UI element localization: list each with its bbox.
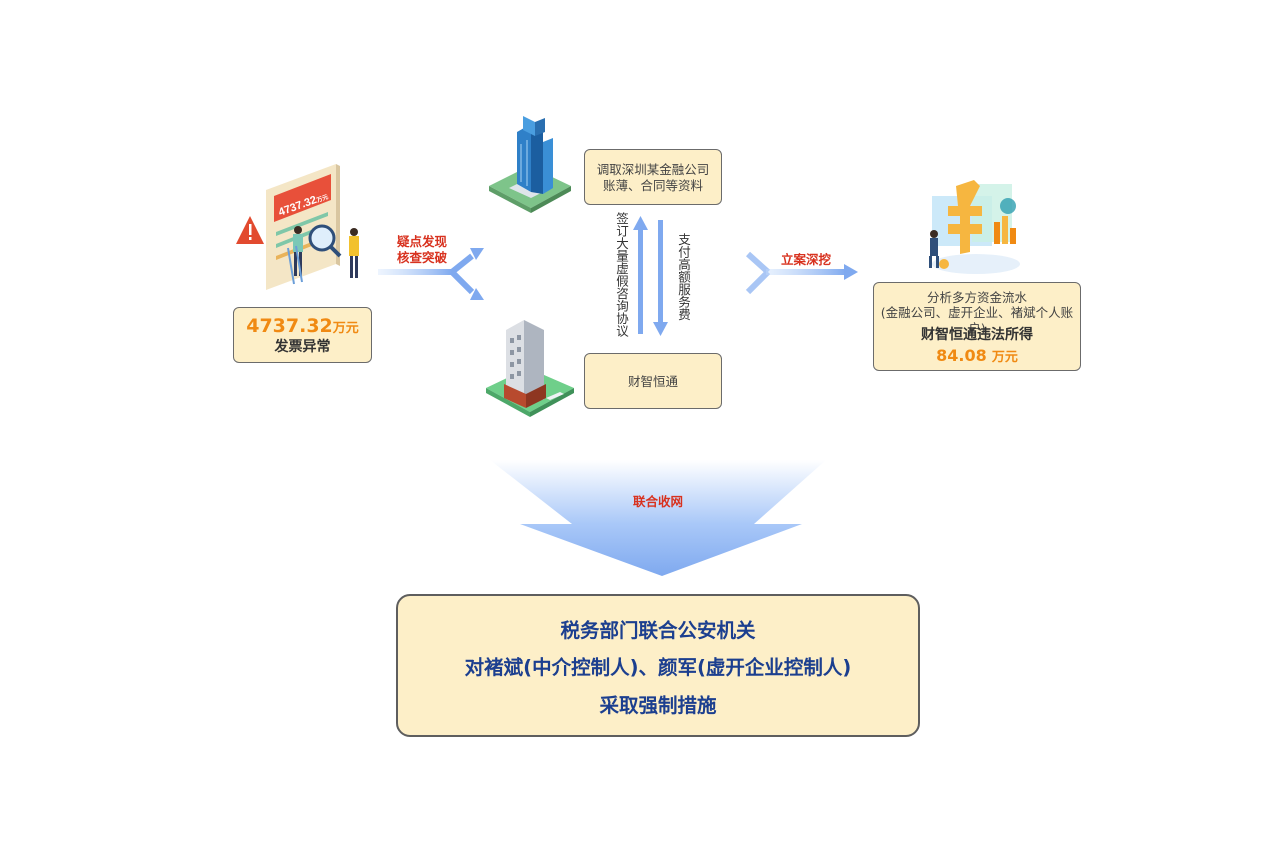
warning-icon — [236, 216, 264, 244]
arrow-down — [653, 220, 668, 336]
joint-arrest-label: 联合收网 — [633, 494, 684, 509]
arrow-up — [633, 216, 648, 334]
analysis-line3: 财智恒通违法所得 — [921, 327, 1033, 343]
analysis-unit: 万元 — [991, 350, 1018, 365]
invoice-anomaly-box: 4737.32万元 发票异常 — [233, 307, 372, 363]
caizhi-label: 财智恒通 — [627, 374, 678, 389]
invoice-label: 发票异常 — [274, 339, 331, 355]
pay-label: 支付高额服务费 — [676, 233, 691, 321]
invoice-unit: 万元 — [332, 321, 359, 336]
finance-company-box: 调取深圳某金融公司 账薄、合同等资料 — [584, 149, 722, 205]
discovery-label: 疑点发现 核查突破 — [392, 234, 452, 266]
invoice-amount: 4737.32 — [246, 315, 333, 337]
funnel-arrow — [490, 460, 826, 576]
yuan-symbol-icon — [948, 180, 982, 254]
finance-company-line1: 调取深圳某金融公司 — [596, 162, 710, 177]
discovery-label-line2: 核查突破 — [396, 250, 447, 265]
final-line3: 采取强制措施 — [599, 694, 717, 717]
analysis-amount: 84.08 — [936, 346, 987, 365]
skyscraper-icon — [489, 116, 571, 213]
finance-company-line2: 账薄、合同等资料 — [602, 178, 703, 193]
final-measures-box: 税务部门联合公安机关 对褚斌(中介控制人)、颜军(虚开企业控制人) 采取强制措施 — [396, 594, 920, 737]
final-line2: 对褚斌(中介控制人)、颜军(虚开企业控制人) — [464, 656, 852, 679]
discovery-label-line1: 疑点发现 — [396, 234, 447, 249]
final-line1: 税务部门联合公安机关 — [560, 619, 756, 642]
sign-label: 签订大量虚假咨询协议 — [614, 212, 629, 337]
fund-analysis-illustration — [929, 180, 1020, 274]
office-building-icon — [486, 320, 574, 417]
caizhi-box: 财智恒通 — [584, 353, 722, 409]
merge-arrow-right — [745, 251, 858, 295]
split-arrow-left — [378, 248, 484, 300]
investigation-illustration: 4737.32万元 — [236, 164, 359, 290]
analysis-box: 分析多方资金流水 (金融公司、虚开企业、褚斌个人账户) 财智恒通违法所得 84.… — [873, 282, 1081, 371]
vertical-arrows — [633, 216, 668, 336]
analysis-line1: 分析多方资金流水 — [926, 290, 1027, 305]
case-label: 立案深挖 — [781, 252, 832, 267]
analysis-line2: (金融公司、虚开企业、褚斌个人账户) — [880, 305, 1074, 336]
